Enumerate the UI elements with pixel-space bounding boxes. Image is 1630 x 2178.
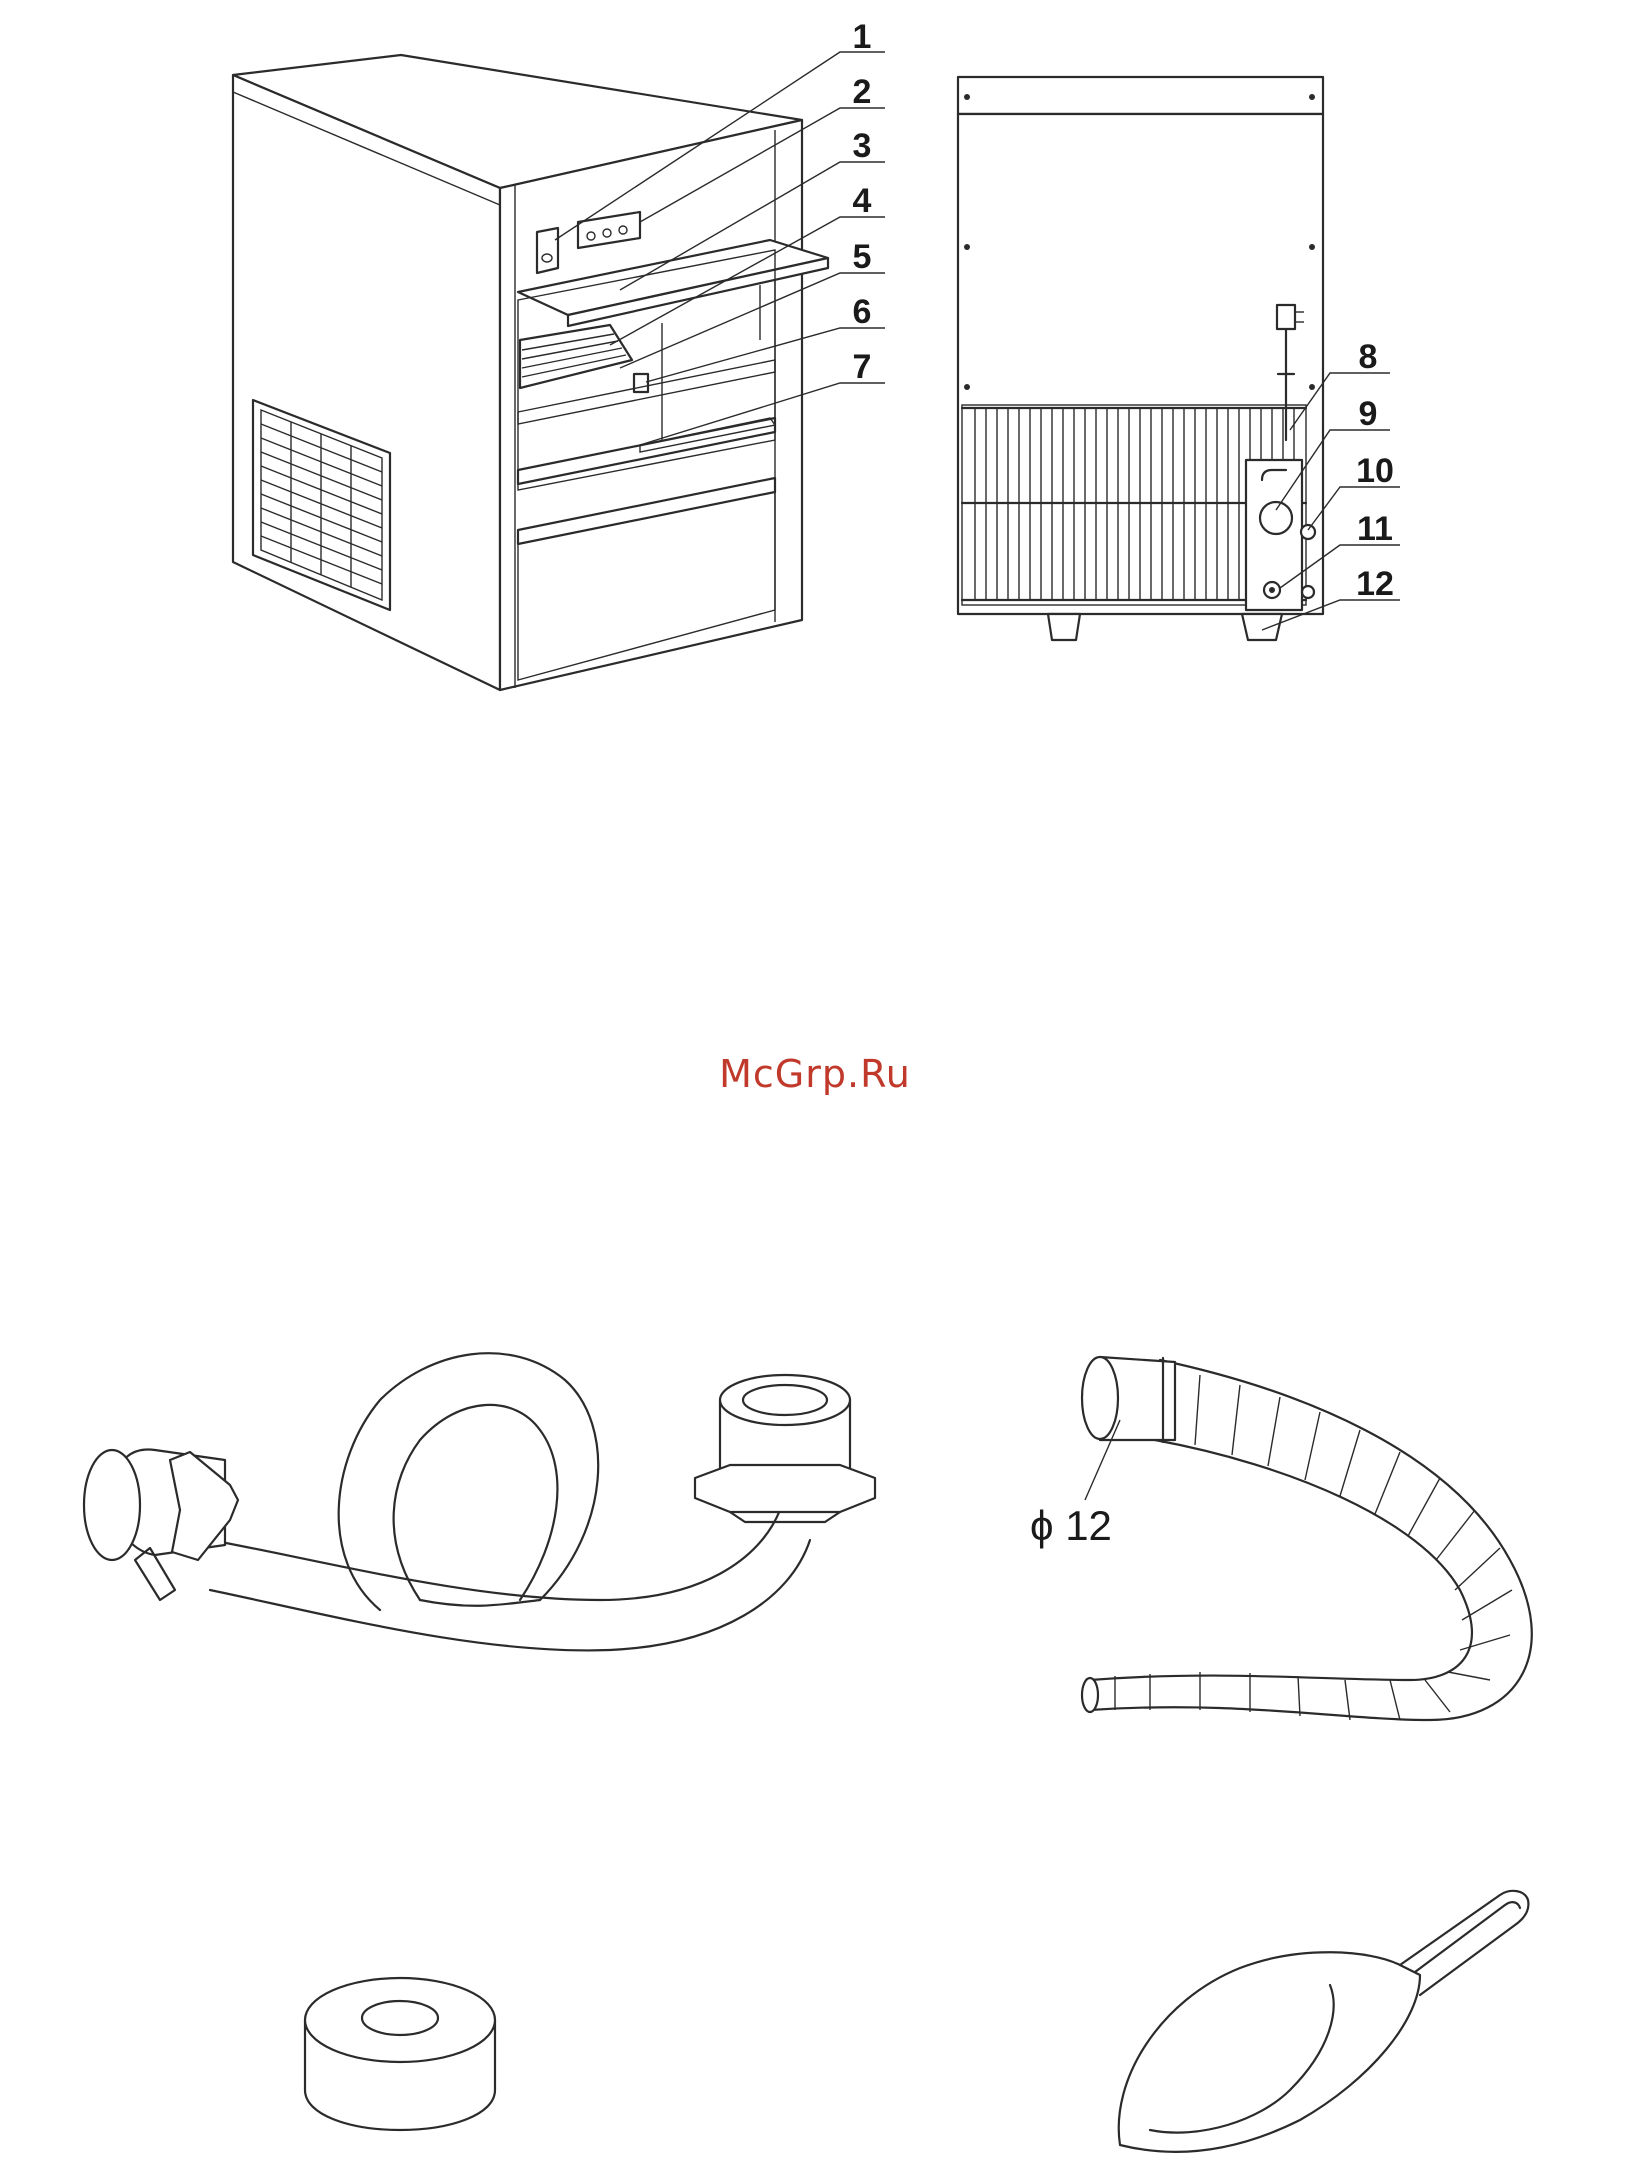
hose-diameter-label: ϕ 12 [1030,1502,1112,1549]
callout-2: 2 [853,73,872,111]
ice-scoop [1119,1891,1529,2152]
watermark: McGrp.Ru [719,1052,911,1096]
rear-foot-left [1048,614,1080,640]
callout-5: 5 [853,238,872,276]
callout-1: 1 [853,18,872,56]
callout-3: 3 [853,127,872,165]
callout-6: 6 [853,293,872,331]
door-latch [634,374,648,392]
callout-10: 10 [1356,452,1394,490]
callout-12: 12 [1356,565,1394,603]
water-inlet-fitting [1260,502,1292,534]
ice-maker-rear-view: 8 9 10 11 12 [958,77,1400,640]
callout-7: 7 [853,348,872,386]
sealing-tape-roll [305,1978,495,2130]
rear-foot-right [1242,614,1282,640]
drain-hose: ϕ 12 [1030,1357,1532,1720]
ice-maker-front-view: 1 2 3 4 5 6 7 [233,18,885,690]
water-inlet-hose [84,1353,875,1650]
callout-9: 9 [1359,395,1378,433]
callout-4: 4 [853,182,872,220]
callout-11: 11 [1357,510,1393,548]
callout-8: 8 [1359,338,1378,376]
